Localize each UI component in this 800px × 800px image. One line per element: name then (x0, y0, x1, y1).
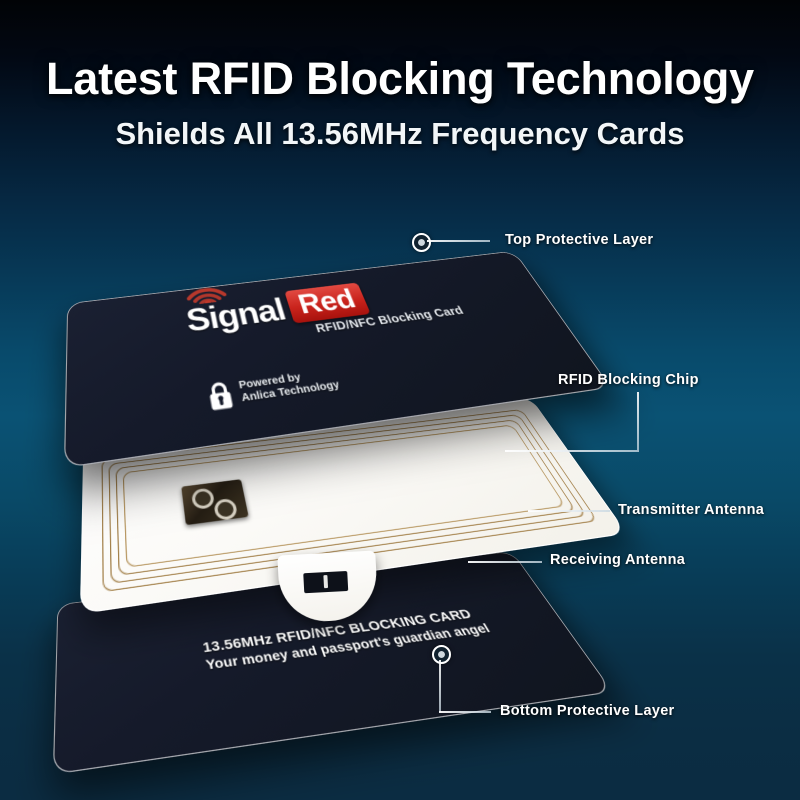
callout-leader-top-protective-layer (427, 240, 490, 242)
page-subtitle: Shields All 13.56MHz Frequency Cards (115, 116, 685, 151)
bottom-card-text: 13.56MHz RFID/NFC BLOCKING CARD Your mon… (202, 601, 539, 672)
callout-label-receiving-antenna[interactable]: Receiving Antenna (550, 552, 686, 568)
chip-slot (303, 570, 349, 594)
powered-by-text: Powered by Anlica Technology (238, 368, 341, 406)
bottom-card-line2: Your money and passport's guardian angel (204, 620, 493, 672)
lock-icon (205, 379, 234, 411)
callout-label-transmitter-antenna[interactable]: Transmitter Antenna (618, 502, 765, 518)
callout-label-rfid-blocking-chip[interactable]: RFID Blocking Chip (558, 372, 699, 388)
callout-dot-bottom-protective-layer[interactable] (432, 645, 451, 664)
callout-leader-rfid-blocking-chip-vertical (637, 392, 639, 450)
powered-by-block: Powered by Anlica Technology (205, 365, 342, 412)
callout-label-bottom-protective-layer[interactable]: Bottom Protective Layer (500, 703, 675, 719)
callout-label-top-protective-layer[interactable]: Top Protective Layer (505, 232, 654, 248)
callout-dot-top-protective-layer[interactable] (412, 233, 431, 252)
heading-block: Latest RFID Blocking Technology Shields … (0, 0, 800, 149)
page-title: Latest RFID Blocking Technology (45, 53, 755, 104)
brand-block: Signal Red RFID/NFC Blocking Card (184, 271, 480, 351)
